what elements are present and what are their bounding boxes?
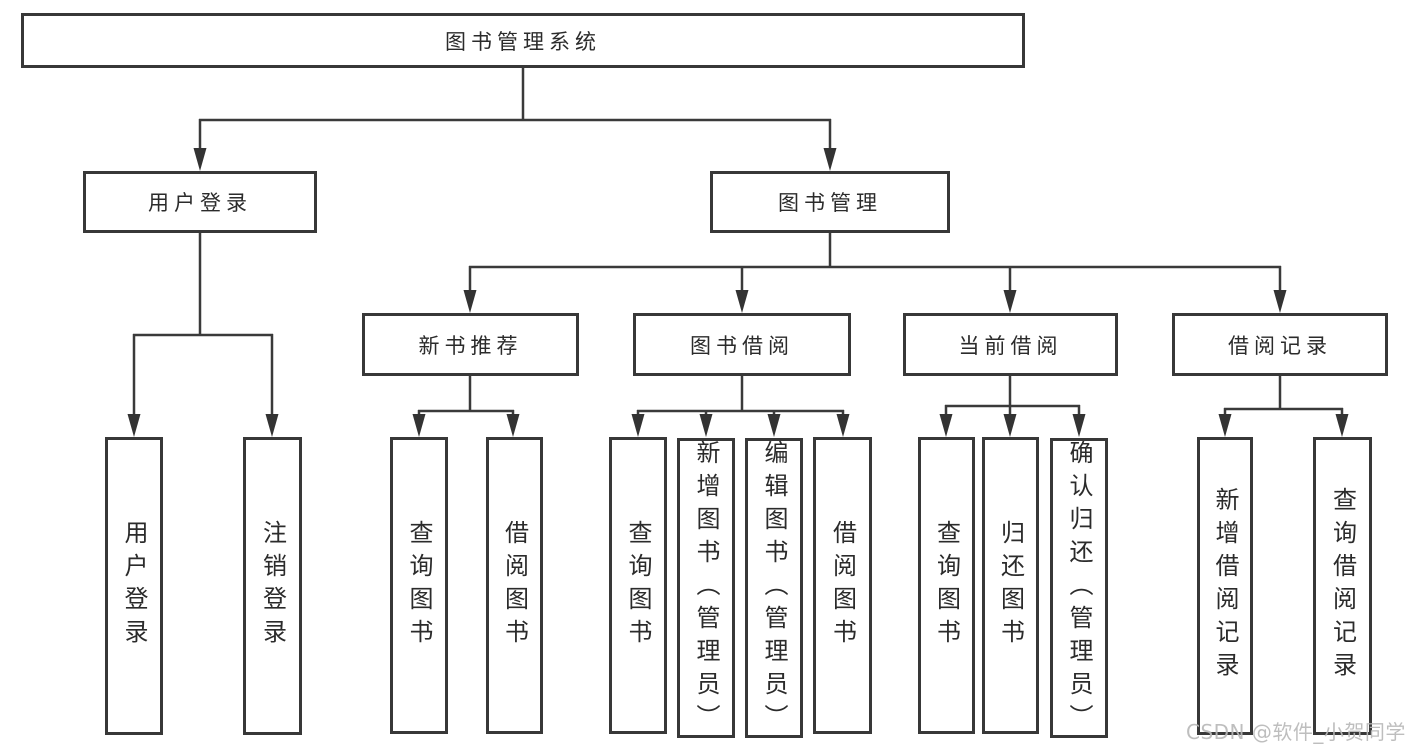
arrowhead-icon <box>631 414 645 437</box>
connector-new-book-recommend <box>412 376 520 437</box>
leaf-label: 借阅图书 <box>828 519 857 652</box>
leaf-query-books-recommend: 查询图书 <box>390 437 448 734</box>
connector-book-management <box>463 233 1287 313</box>
arrowhead-icon <box>1003 414 1017 437</box>
leaf-edit-book-admin: 编辑图书（管理员） <box>745 438 803 738</box>
node-user-login: 用户登录 <box>83 171 317 233</box>
leaf-add-book-admin: 新增图书（管理员） <box>677 438 735 738</box>
leaf-label: 注销登录 <box>258 520 287 652</box>
leaf-label: 查询图书 <box>624 519 652 652</box>
arrowhead-icon <box>1335 414 1349 437</box>
leaf-add-borrow-record: 新增借阅记录 <box>1197 437 1253 735</box>
node-label: 新书推荐 <box>418 333 523 358</box>
arrowhead-icon <box>265 414 279 437</box>
leaf-query-books-borrow: 查询图书 <box>609 437 667 734</box>
leaf-return-book: 归还图书 <box>982 437 1039 734</box>
node-label: 图书管理系统 <box>445 29 601 54</box>
node-borrow-records: 借阅记录 <box>1172 313 1388 376</box>
leaf-label: 用户登录 <box>120 520 148 652</box>
arrowhead-icon <box>939 414 953 437</box>
leaf-borrow-books-recommend: 借阅图书 <box>486 437 543 734</box>
node-label: 借阅记录 <box>1228 333 1332 358</box>
arrowhead-icon <box>699 414 713 437</box>
node-book-borrow: 图书借阅 <box>633 313 851 376</box>
leaf-query-borrow-record: 查询借阅记录 <box>1313 437 1372 735</box>
csdn-watermark: CSDN @软件_小贺同学 <box>1186 720 1405 744</box>
node-book-management: 图书管理 <box>710 171 950 233</box>
connector-user-login <box>127 233 279 437</box>
leaf-label: 确认归还（管理员） <box>1065 439 1093 737</box>
arrowhead-icon <box>506 414 520 437</box>
node-label: 图书管理 <box>778 191 882 215</box>
arrowhead-icon <box>1072 414 1086 437</box>
arrowhead-icon <box>767 414 781 437</box>
arrowhead-icon <box>1273 290 1287 313</box>
leaf-label: 归还图书 <box>996 519 1025 652</box>
node-library-system: 图书管理系统 <box>21 13 1025 68</box>
leaf-label: 新增借阅记录 <box>1211 487 1239 685</box>
leaf-label: 借阅图书 <box>500 519 529 652</box>
node-label: 当前借阅 <box>958 333 1063 358</box>
node-new-book-recommend: 新书推荐 <box>362 313 579 376</box>
leaf-confirm-return-admin: 确认归还（管理员） <box>1050 438 1108 738</box>
arrowhead-icon <box>127 414 141 437</box>
leaf-label: 查询图书 <box>932 519 961 652</box>
node-current-borrow: 当前借阅 <box>903 313 1118 376</box>
leaf-logout: 注销登录 <box>243 437 302 735</box>
arrowhead-icon <box>823 148 837 171</box>
leaf-query-books-current: 查询图书 <box>918 437 975 734</box>
arrowhead-icon <box>463 290 477 313</box>
arrowhead-icon <box>1218 414 1232 437</box>
arrowhead-icon <box>193 148 207 171</box>
arrowhead-icon <box>836 414 850 437</box>
leaf-label: 编辑图书（管理员） <box>760 439 788 737</box>
leaf-label: 查询借阅记录 <box>1328 487 1357 685</box>
arrowhead-icon <box>412 414 426 437</box>
leaf-borrow-books-2: 借阅图书 <box>813 437 872 734</box>
connector-borrow-records <box>1218 376 1349 437</box>
leaf-label: 新增图书（管理员） <box>692 439 720 737</box>
connector-book-borrow <box>631 376 850 437</box>
arrowhead-icon <box>735 290 749 313</box>
leaf-user-login: 用户登录 <box>105 437 163 735</box>
arrowhead-icon <box>1003 290 1017 313</box>
node-label: 图书借阅 <box>690 333 794 358</box>
leaf-label: 查询图书 <box>405 519 433 652</box>
node-label: 用户登录 <box>148 191 252 215</box>
connector-root <box>193 67 837 171</box>
connector-current-borrow <box>939 376 1086 437</box>
